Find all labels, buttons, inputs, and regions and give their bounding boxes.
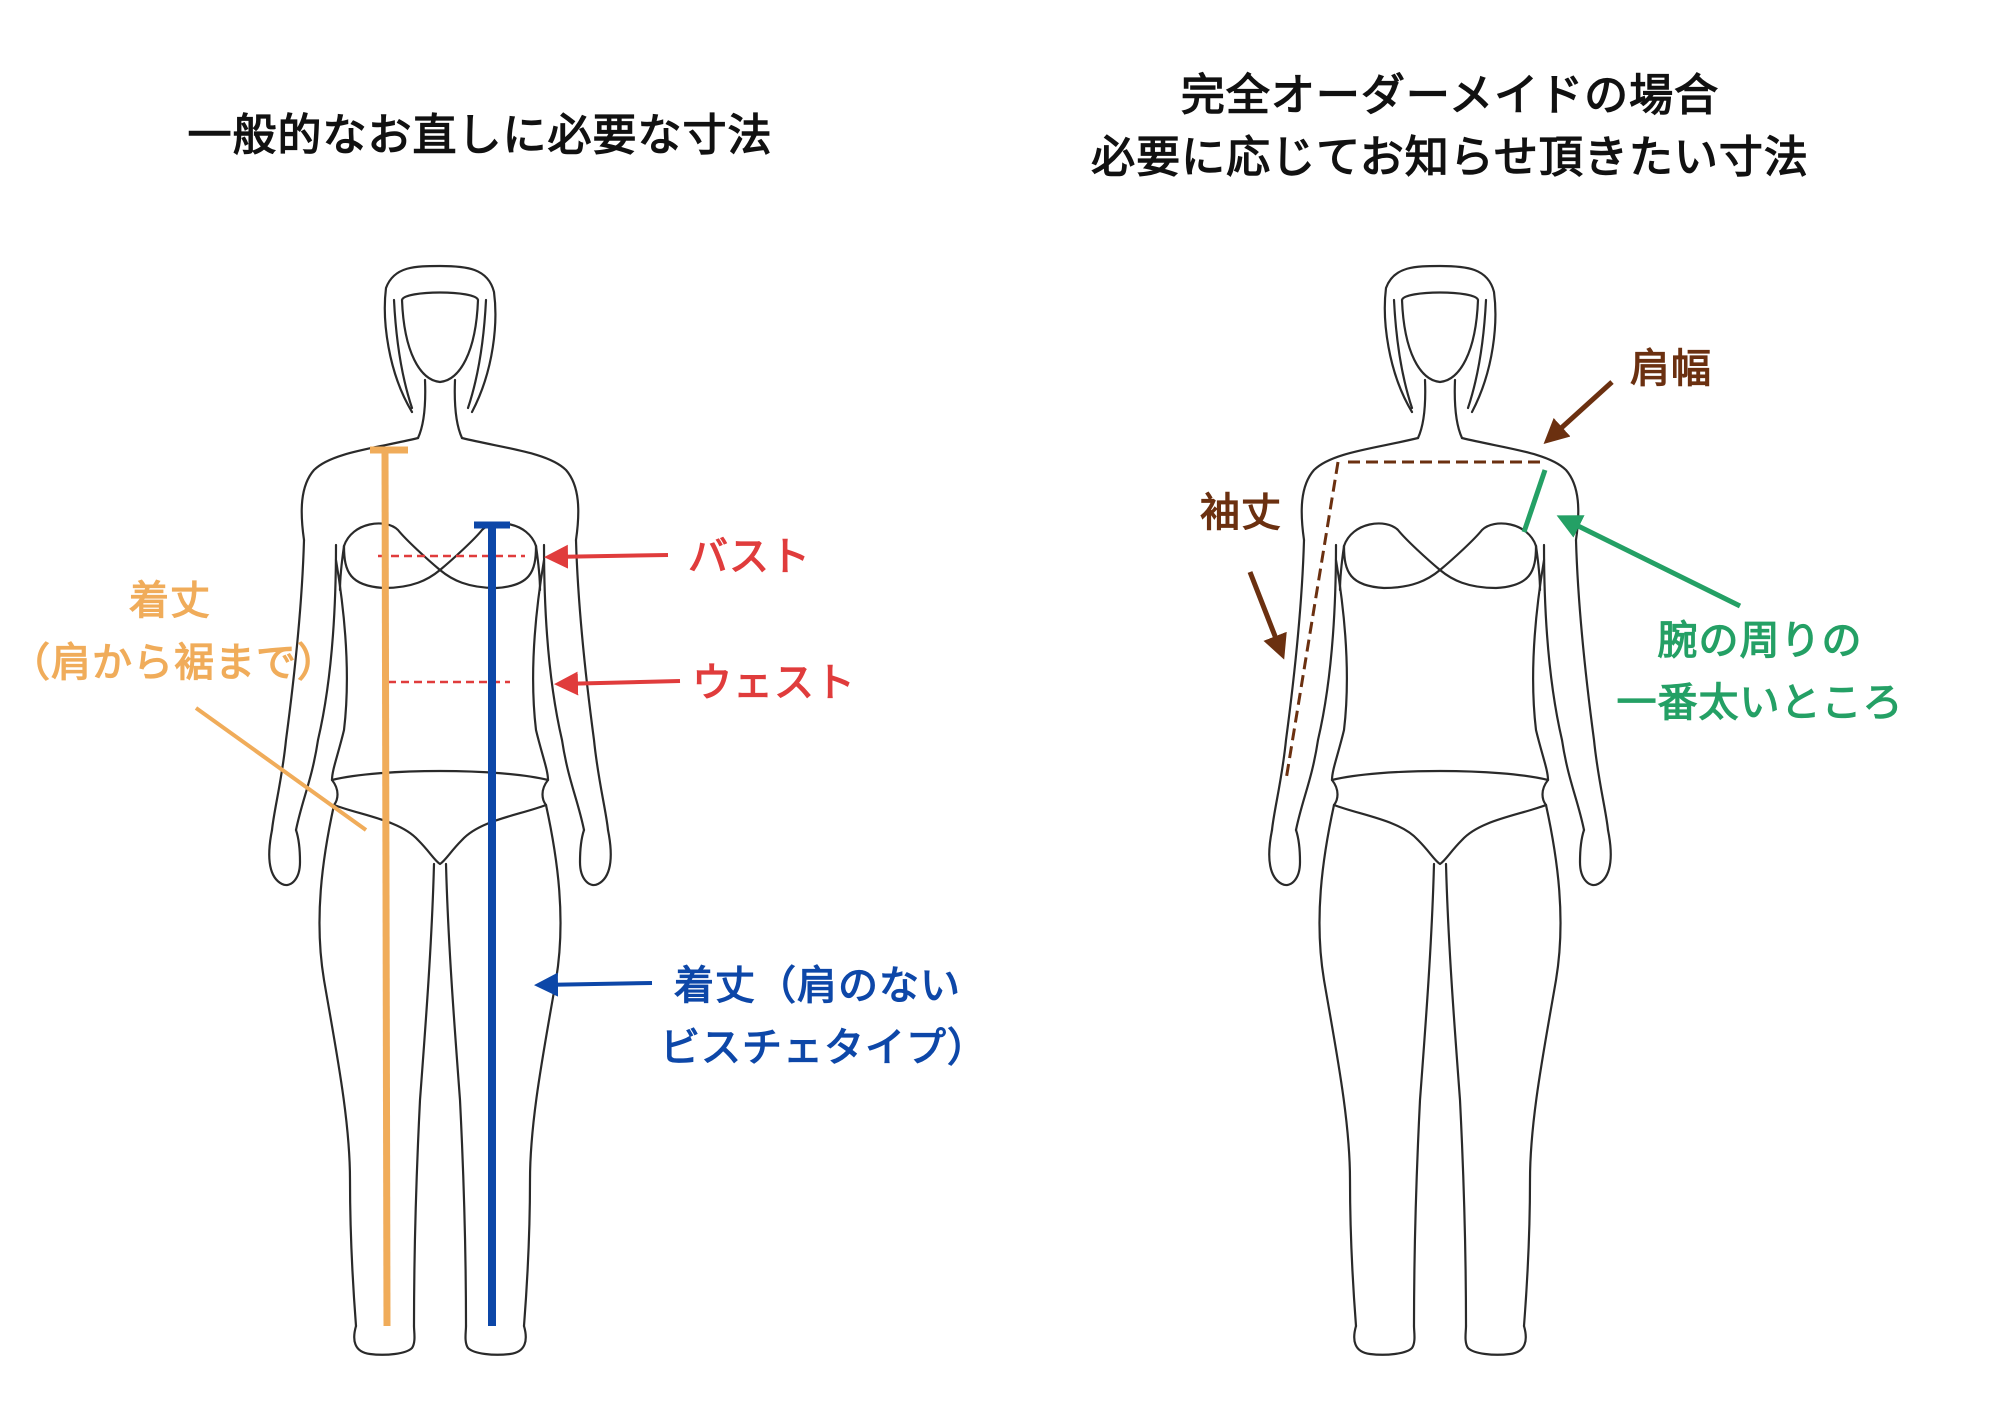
shoulder-length-label-line2: （肩から裾まで） bbox=[10, 640, 338, 686]
bust-label: バスト bbox=[688, 534, 811, 580]
bustier-length-label-line1: 着丈（肩のない bbox=[674, 963, 961, 1009]
shoulder-length-line bbox=[381, 449, 391, 1327]
bustier-length-arrow bbox=[534, 972, 653, 997]
sleeve-length-dashed-line bbox=[1284, 461, 1340, 781]
right-title: 完全オーダーメイドの場合 必要に応じてお知らせ頂きたい寸法 bbox=[1000, 65, 1900, 189]
bustier-length-label: 着丈（肩のない ビスチェタイプ） bbox=[660, 955, 988, 1079]
shoulder-length-label-line1: 着丈 bbox=[129, 578, 211, 624]
upper-arm-marker bbox=[1521, 469, 1548, 533]
upper-arm-arrow bbox=[1556, 515, 1742, 609]
bust-arrow bbox=[544, 544, 669, 569]
waist-label: ウェスト bbox=[692, 660, 856, 706]
upper-arm-label: 腕の周りの 一番太いところ bbox=[1600, 610, 1920, 734]
shoulder-width-arrow bbox=[1543, 380, 1614, 445]
shoulder-length-label: 着丈 （肩から裾まで） bbox=[10, 570, 338, 694]
upper-arm-label-line1: 腕の周りの bbox=[1657, 618, 1863, 664]
left-body-figure bbox=[268, 264, 612, 1356]
upper-arm-label-line2: 一番太いところ bbox=[1616, 680, 1904, 726]
sleeve-length-arrow bbox=[1247, 571, 1287, 660]
shoulder-width-label: 肩幅 bbox=[1630, 346, 1712, 392]
right-title-line2: 必要に応じてお知らせ頂きたい寸法 bbox=[1091, 132, 1809, 183]
shoulder-length-pointer bbox=[194, 706, 368, 832]
waist-arrow bbox=[554, 671, 681, 696]
sleeve-length-label: 袖丈 bbox=[1200, 490, 1282, 536]
left-title: 一般的なお直しに必要な寸法 bbox=[187, 110, 773, 161]
bustier-length-label-line2: ビスチェタイプ） bbox=[660, 1025, 988, 1071]
right-title-line1: 完全オーダーメイドの場合 bbox=[1180, 70, 1720, 121]
